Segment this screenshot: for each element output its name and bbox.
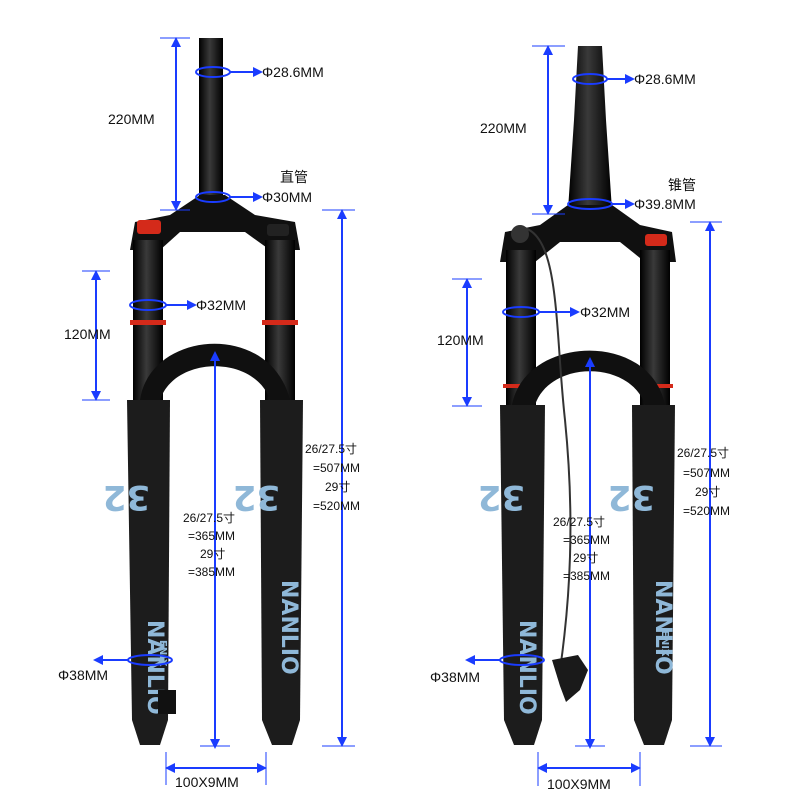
left-total-4: =520MM [313, 499, 360, 513]
right-arch [512, 350, 665, 405]
right-stanchion-dia: Φ32MM [580, 304, 630, 320]
left-steerer-base-dia: Φ30MM [262, 189, 312, 205]
left-arch [140, 343, 290, 400]
left-fork: 32 32 NANLIO NANLIO ENIX [103, 38, 303, 745]
right-steerer-top-dia: Φ28.6MM [634, 71, 696, 87]
left-logo-number-l: 32 [103, 477, 150, 517]
right-total-3: 29寸 [695, 485, 720, 499]
left-steerer-tube [199, 38, 223, 210]
right-steerer-length: 220MM [480, 120, 527, 136]
right-remote-lever [552, 655, 588, 702]
right-total-4: =520MM [683, 504, 730, 518]
right-knob [645, 234, 667, 246]
left-logo-number-r: 32 [233, 477, 280, 517]
left-crown [130, 195, 300, 250]
right-logo-name-r: NANLIO [650, 580, 675, 675]
left-steerer-type: 直管 [280, 169, 308, 185]
left-total-2: =507MM [313, 461, 360, 475]
left-brake-mount [158, 690, 176, 714]
right-total-2: =507MM [683, 466, 730, 480]
left-steerer-top-dia: Φ28.6MM [262, 64, 324, 80]
left-seal-l [130, 320, 166, 325]
right-axle-crown-2: =365MM [563, 533, 610, 547]
right-travel: 120MM [437, 332, 484, 348]
left-axle: 100X9MM [175, 774, 239, 790]
left-travel: 120MM [64, 326, 111, 342]
right-axle-crown-1: 26/27.5寸 [553, 515, 605, 529]
right-logo-name-l: NANLIO [514, 620, 539, 715]
left-knob [137, 220, 161, 234]
right-remote-cable [524, 227, 572, 671]
left-lower-dia: Φ38MM [58, 667, 108, 683]
right-lower-r [632, 405, 675, 745]
left-logo-small: ENIX [157, 640, 168, 667]
right-logo-number-r: 32 [608, 477, 655, 517]
left-steerer-length: 220MM [108, 111, 155, 127]
left-lower-l [127, 400, 170, 745]
right-dimensions: Φ28.6MM 220MM 锥管 Φ39.8MM Φ32MM 120MM 26/… [430, 45, 730, 792]
left-total-1: 26/27.5寸 [305, 442, 357, 456]
right-lockout [511, 225, 529, 243]
left-seal-r [262, 320, 298, 325]
right-steerer-base-dia: Φ39.8MM [634, 196, 696, 212]
left-axle-crown-3: 29寸 [200, 547, 225, 561]
left-knob-right [267, 224, 289, 236]
left-stanchion-dia: Φ32MM [196, 297, 246, 313]
right-fork: 32 32 NANLIO NANLIO ENIX [478, 46, 676, 745]
right-axle-crown-3: 29寸 [573, 551, 598, 565]
right-steerer-tube [568, 46, 612, 210]
right-total-1: 26/27.5寸 [677, 446, 729, 460]
left-lower-r [260, 400, 303, 745]
right-lower-l [500, 405, 545, 745]
right-logo-small: ENIX [659, 630, 670, 657]
left-axle-crown-1: 26/27.5寸 [183, 511, 235, 525]
right-axle: 100X9MM [547, 776, 611, 792]
left-axle-crown-2: =365MM [188, 529, 235, 543]
right-steerer-type: 锥管 [668, 177, 696, 193]
left-dimensions: Φ28.6MM 220MM 直管 Φ30MM Φ32MM 120MM 26/27… [58, 37, 360, 790]
right-axle-crown-4: =385MM [563, 569, 610, 583]
left-total-3: 29寸 [325, 480, 350, 494]
left-axle-crown-4: =385MM [188, 565, 235, 579]
right-lower-dia: Φ38MM [430, 669, 480, 685]
right-logo-number-l: 32 [478, 477, 525, 517]
left-logo-name-r: NANLIO [276, 580, 301, 675]
